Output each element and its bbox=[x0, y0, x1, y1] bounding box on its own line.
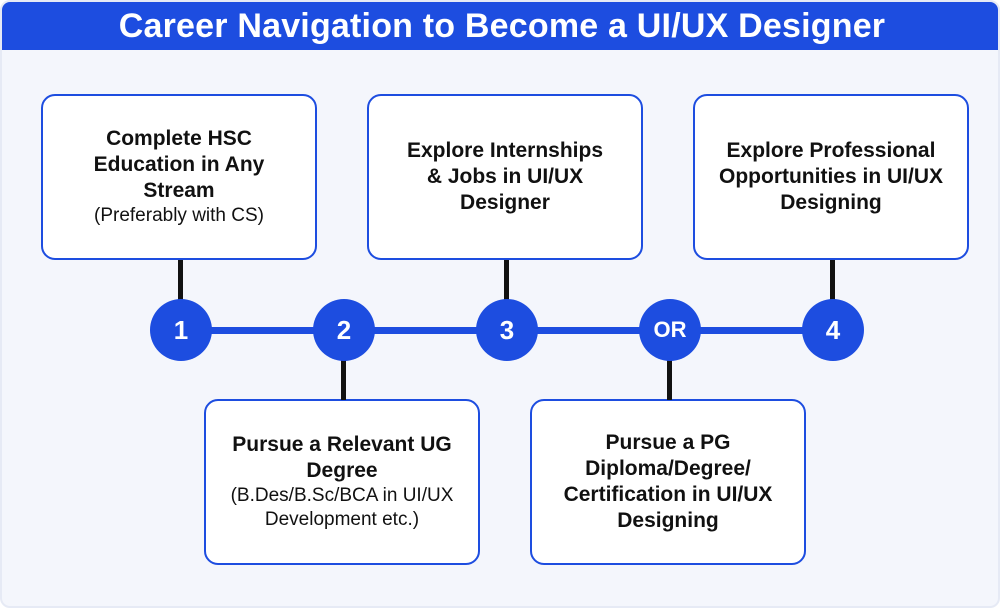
step-3-main: Explore Internships & Jobs in UI/UX Desi… bbox=[406, 139, 604, 214]
step-4-box: Explore Professional Opportunities in UI… bbox=[693, 94, 969, 260]
step-4-badge: 4 bbox=[802, 299, 864, 361]
step-3-box: Explore Internships & Jobs in UI/UX Desi… bbox=[367, 94, 643, 260]
step-1-badge: 1 bbox=[150, 299, 212, 361]
step-4-main: Explore Professional Opportunities in UI… bbox=[719, 139, 943, 214]
step-1-sub: (Preferably with CS) bbox=[94, 205, 264, 226]
title-bar: Career Navigation to Become a UI/UX Desi… bbox=[2, 2, 998, 50]
step-2-main: Pursue a Relevant UG Degree bbox=[232, 433, 452, 482]
step-2-box: Pursue a Relevant UG Degree (B.Des/B.Sc/… bbox=[204, 399, 480, 565]
step-1-main: Complete HSC Education in Any Stream bbox=[93, 127, 265, 202]
step-1-box: Complete HSC Education in Any Stream (Pr… bbox=[41, 94, 317, 260]
connector-2 bbox=[341, 360, 346, 400]
connector-1 bbox=[178, 260, 183, 300]
or-badge: OR bbox=[639, 299, 701, 361]
step-3-badge: 3 bbox=[476, 299, 538, 361]
connector-or bbox=[667, 360, 672, 400]
page-title: Career Navigation to Become a UI/UX Desi… bbox=[118, 6, 886, 45]
connector-4 bbox=[830, 260, 835, 300]
step-2-sub: (B.Des/B.Sc/BCA in UI/UX Development etc… bbox=[230, 485, 454, 530]
connector-3 bbox=[504, 260, 509, 300]
step-or-main: Pursue a PG Diploma/Degree/ Certificatio… bbox=[563, 431, 773, 532]
step-2-badge: 2 bbox=[313, 299, 375, 361]
step-or-box: Pursue a PG Diploma/Degree/ Certificatio… bbox=[530, 399, 806, 565]
